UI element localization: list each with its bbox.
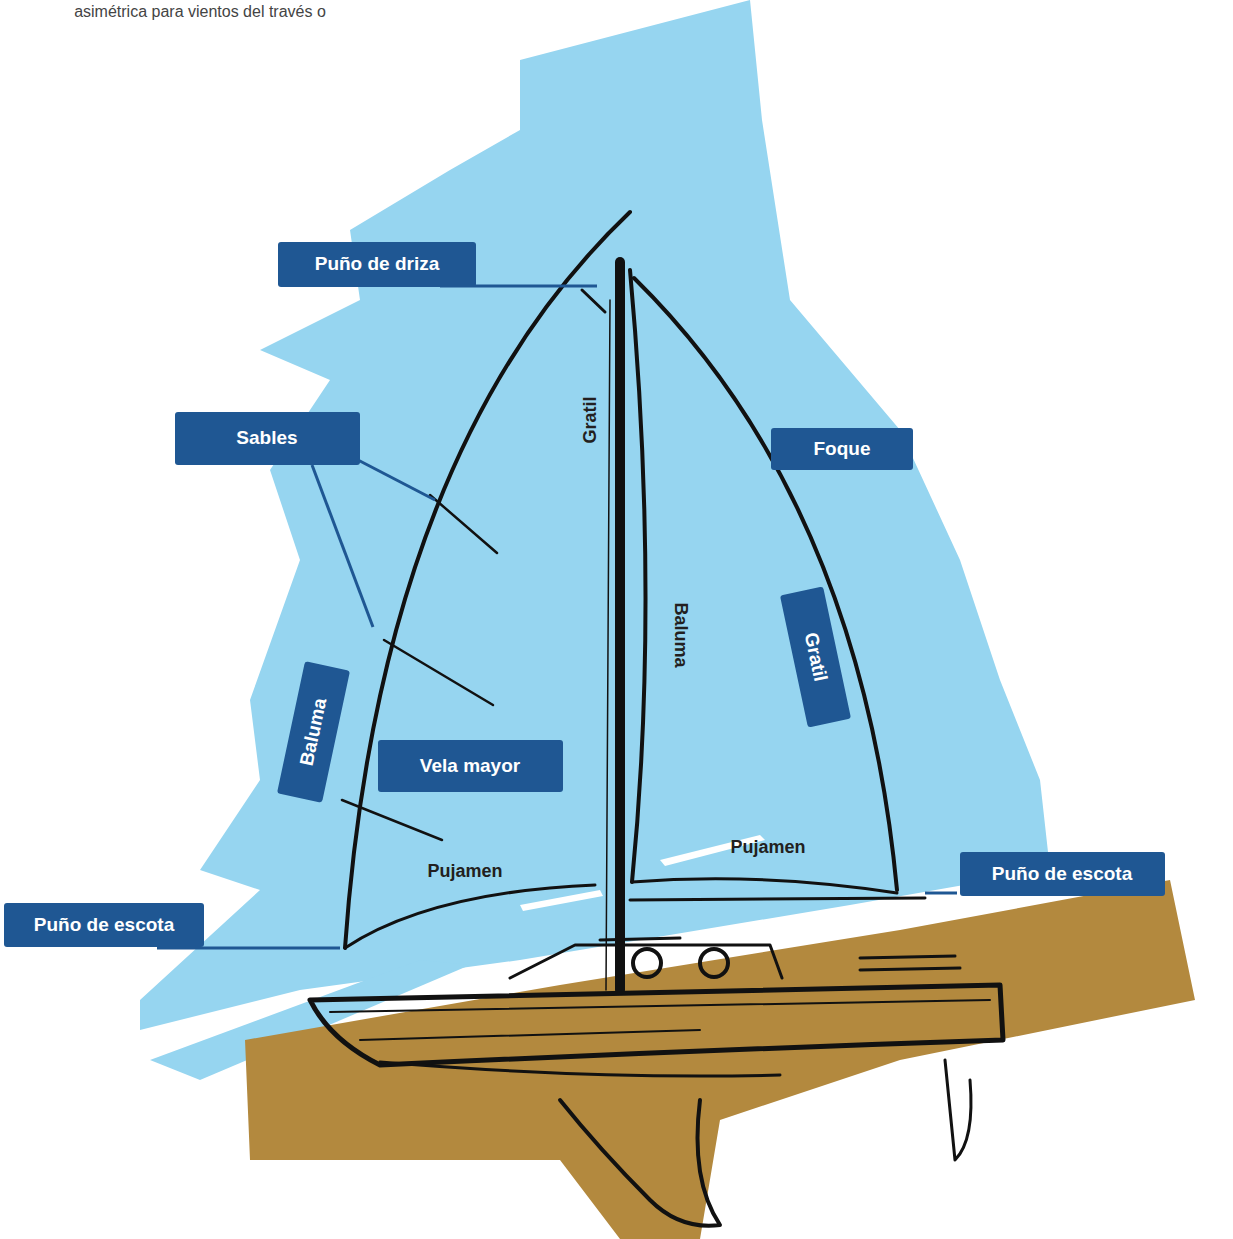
part-label-box: Foque [771,428,913,470]
part-name: Puño de escota [34,915,174,936]
part-name: Foque [814,439,871,460]
part-label-box: Puño de driza [278,242,476,287]
part-name: Gratil [581,396,601,443]
sails [342,212,925,990]
part-name: Vela mayor [420,756,520,777]
ground-brush [245,880,1195,1239]
sky-brush [140,0,1050,1030]
part-label-box: Vela mayor [378,740,563,792]
part-name: Puño de escota [992,864,1132,885]
part-label-box: Sables [175,412,360,465]
mast [615,262,625,990]
part-name: Pujamen [730,838,805,858]
part-name: Puño de driza [315,254,440,275]
boat-hull [310,938,1003,1226]
part-name: Sables [236,428,297,449]
sky-streak [520,890,603,911]
part-name: Pujamen [427,862,502,882]
text-fragment: asimétrica para vientos del través o [74,3,326,21]
part-name: Baluma [671,602,691,667]
part-label-box: Puño de escota [960,852,1165,896]
part-name: Baluma [296,696,331,767]
part-name: Gratil [800,631,831,684]
leader-lines [157,286,957,948]
part-label-box: Puño de escota [4,903,204,947]
